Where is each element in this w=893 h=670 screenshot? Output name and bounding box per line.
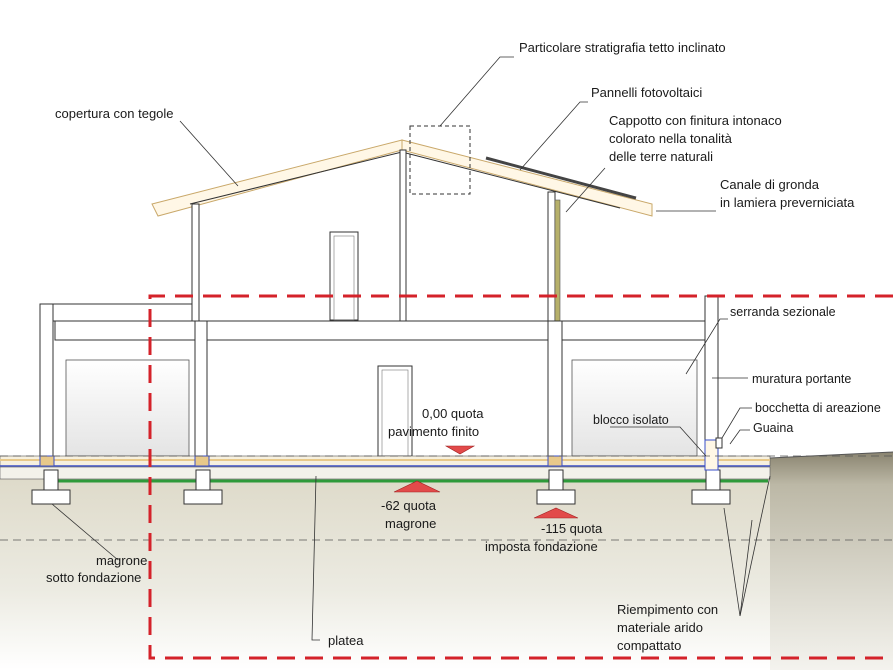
footing-4 [691, 469, 731, 505]
label-quota-115-1: -115 quota [541, 521, 603, 536]
label-cappotto-3: delle terre naturali [609, 149, 713, 164]
footing-3 [536, 469, 576, 505]
label-cappotto-1: Cappotto con finitura intonaco [609, 113, 782, 128]
label-pannelli: Pannelli fotovoltaici [591, 85, 702, 100]
label-guaina: Guaina [753, 421, 793, 435]
marker-quota-zero [444, 445, 476, 455]
leader-riempimento-1 [723, 507, 741, 617]
leader-magrone-sotto [51, 503, 119, 561]
label-stratigrafia: Particolare stratigrafia tetto inclinato [519, 40, 726, 55]
label-quota-62-1: -62 quota [381, 498, 437, 513]
platea-slab [0, 466, 771, 480]
ground-door [377, 365, 413, 457]
pv-panel [485, 156, 637, 200]
joint-mid-left [194, 455, 210, 467]
label-quota-zero-1: 0,00 quota [422, 406, 484, 421]
terrain-line [769, 451, 893, 459]
label-quota-62-2: magrone [385, 516, 436, 531]
leader-platea [311, 475, 320, 641]
ground-wall-center [547, 320, 563, 457]
label-magrone-sotto-1: magrone [96, 553, 147, 568]
marker-quota-62 [393, 480, 441, 493]
label-canale-1: Canale di gronda [720, 177, 820, 192]
label-canale-2: in lamiera preverniciata [720, 195, 855, 210]
label-cappotto-2: colorato nella tonalità [609, 131, 733, 146]
marker-quota-115 [533, 507, 579, 519]
label-magrone-sotto-2: sotto fondazione [46, 570, 141, 585]
roof-inner-line-left [189, 151, 403, 205]
leader-serranda [685, 318, 728, 375]
label-quota-115-2: imposta fondazione [485, 539, 598, 554]
upper-window-inner [333, 235, 355, 321]
cappotto-layer [554, 199, 561, 322]
leader-bocchetta [721, 407, 752, 439]
label-quota-zero-2: pavimento finito [388, 424, 479, 439]
leader-cappotto [565, 167, 606, 213]
footing-2 [183, 469, 223, 505]
upper-wall-left [191, 203, 200, 322]
terrain-right [770, 452, 893, 670]
joint-left [39, 455, 55, 467]
upper-wall-right [547, 191, 556, 322]
footing-1 [31, 469, 71, 505]
ground-wall-right [704, 295, 719, 457]
leader-stratigrafia [439, 56, 514, 127]
label-riempimento-2: materiale arido [617, 620, 703, 635]
roof-inner-line-right [401, 151, 621, 209]
slab-intermediate [54, 320, 719, 341]
leader-blocco [610, 426, 707, 457]
garage-door-right [571, 359, 698, 457]
section-cut-outline [148, 294, 893, 660]
bocchetta-shape [715, 437, 723, 449]
leader-riempimento-3 [739, 475, 771, 617]
ground-wall-far-left [39, 303, 54, 457]
label-serranda: serranda sezionale [730, 305, 836, 319]
leader-riempimento-2 [739, 519, 753, 617]
label-muratura: muratura portante [752, 372, 851, 386]
garage-door-left [65, 359, 190, 457]
label-riempimento-1: Riempimento con [617, 602, 718, 617]
leader-guaina [729, 429, 750, 445]
leader-copertura [179, 120, 239, 187]
label-copertura: copertura con tegole [55, 106, 174, 121]
label-blocco: blocco isolato [593, 413, 669, 427]
roof-right-pitch [401, 139, 653, 217]
ground-wall-left [194, 320, 208, 457]
leader-pannelli [519, 101, 588, 171]
label-riempimento-3: compattato [617, 638, 681, 653]
roof-left-pitch [151, 139, 403, 217]
slab-left-low [39, 303, 193, 322]
label-platea: platea [328, 633, 364, 648]
label-bocchetta: bocchetta di areazione [755, 401, 881, 415]
joint-mid-right [547, 455, 563, 467]
